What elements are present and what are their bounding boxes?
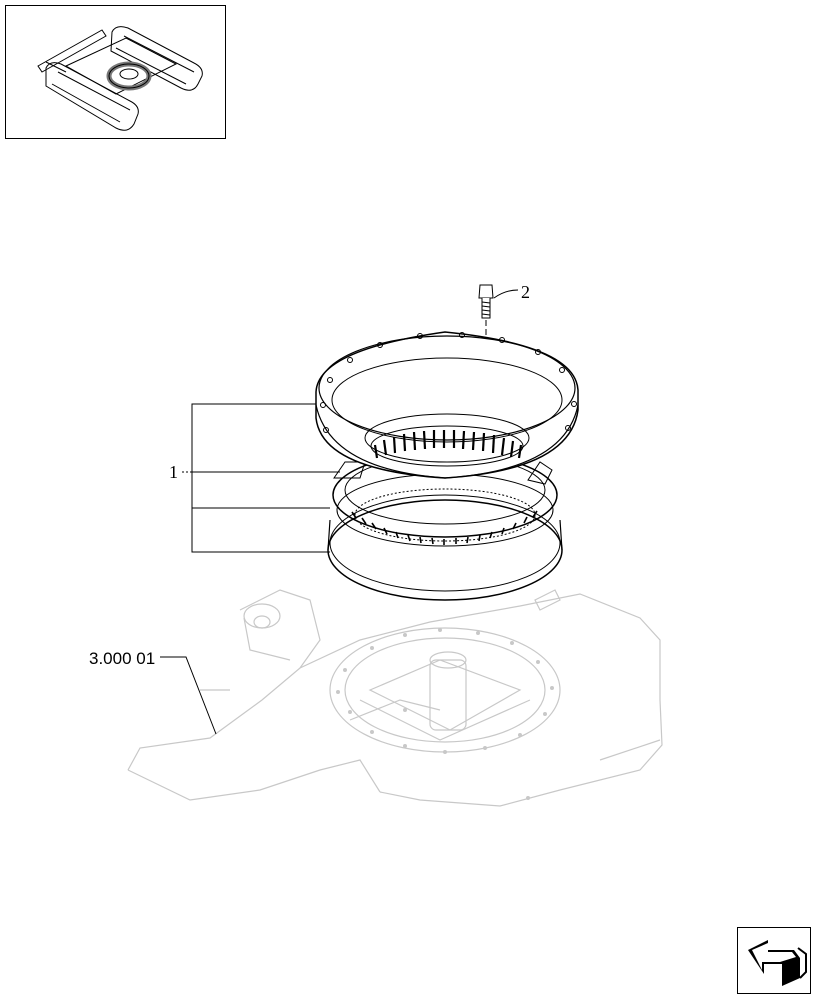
callout-1-bracket	[182, 403, 340, 553]
return-button[interactable]	[737, 927, 811, 994]
reference-leader	[160, 656, 217, 735]
gear-teeth-lower	[351, 510, 538, 545]
upper-frame-ghost	[127, 589, 663, 807]
ring-bolt-holes	[320, 332, 577, 433]
callout-item-2: 2	[521, 282, 530, 302]
callout-item-1: 1	[169, 462, 178, 482]
overview-thumbnail	[5, 5, 226, 139]
inner-gear-ring	[327, 473, 563, 601]
return-arrow-icon	[748, 940, 807, 986]
ring-teeth	[373, 430, 523, 459]
excavator-undercarriage-icon	[37, 26, 203, 131]
reference-link-label[interactable]: 3.000 01	[89, 649, 156, 668]
